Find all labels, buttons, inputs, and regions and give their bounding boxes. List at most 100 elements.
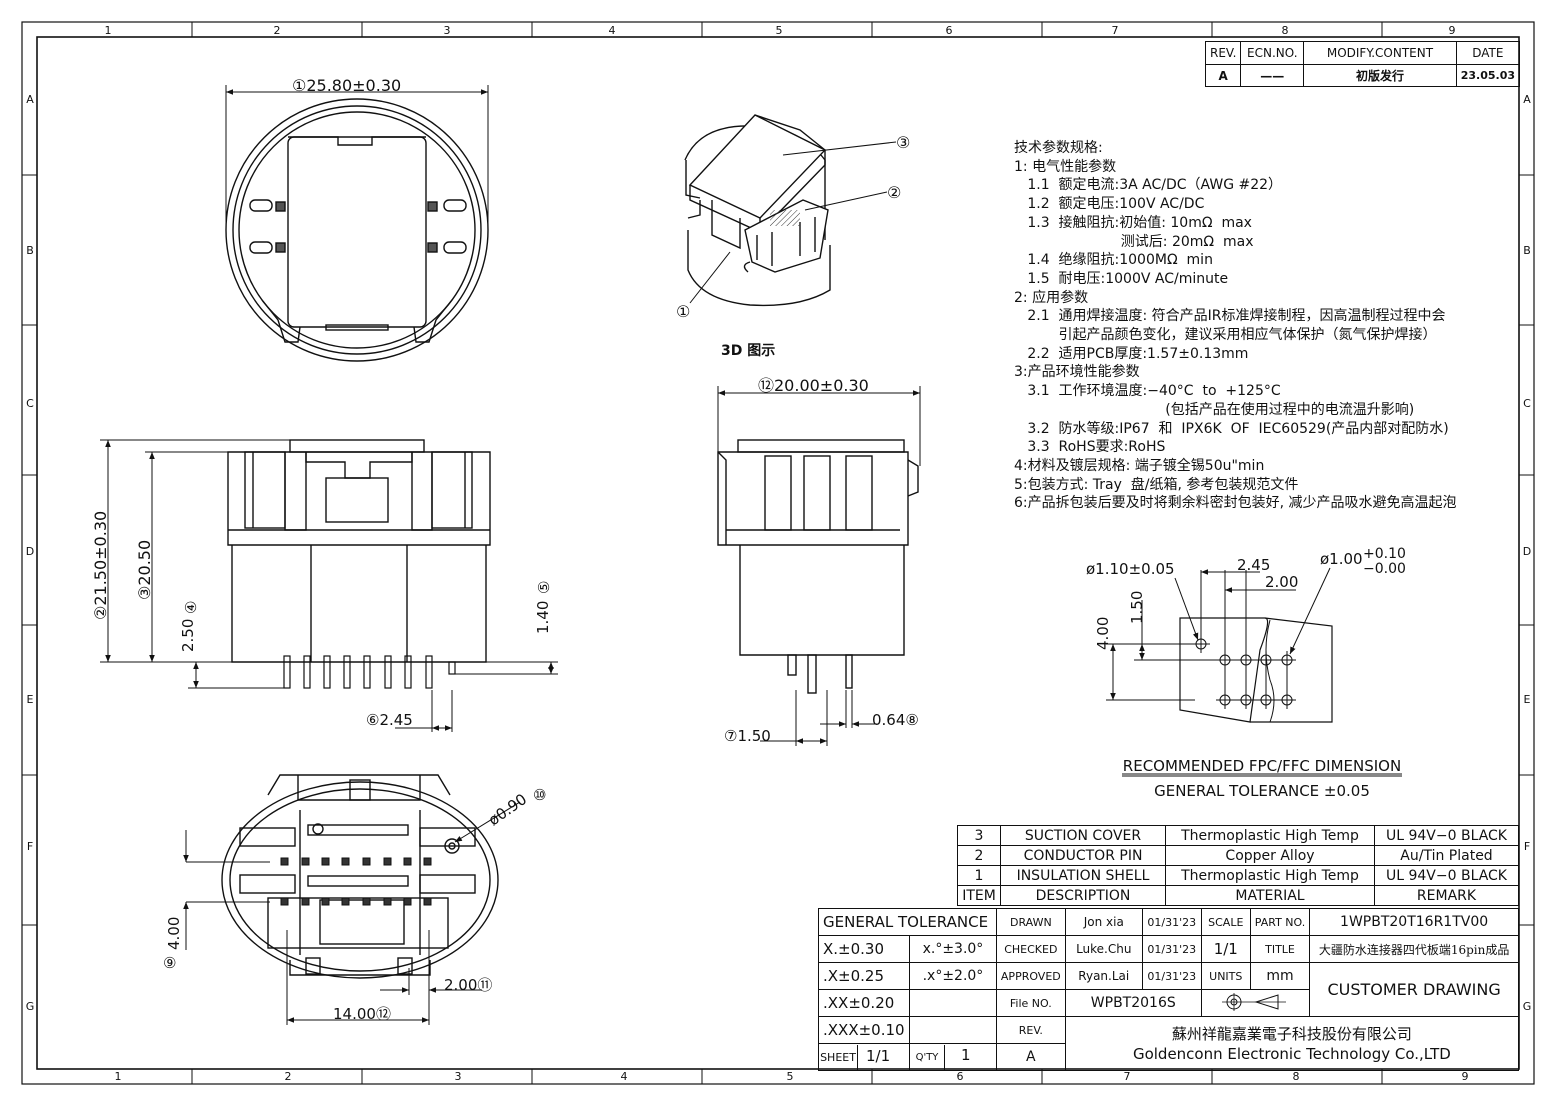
border-row-label: B: [26, 244, 34, 257]
sheet-value: 1/1: [866, 1046, 891, 1065]
drawn-label: DRAWN: [995, 908, 1066, 936]
border-row-label: F: [27, 840, 33, 853]
bottom-pins: [280, 857, 432, 906]
border-row-label: D: [1523, 545, 1531, 558]
qty-value: 1: [961, 1045, 971, 1064]
spec-line: 4:材料及镀层规格: 端子镀全锡50u"min: [1014, 457, 1265, 474]
dim-pin-row-spacing-label: 4.00: [165, 917, 183, 950]
fpc-tolerance: GENERAL TOLERANCE ±0.05: [1154, 782, 1370, 800]
qty-label: Q'TY: [910, 1044, 945, 1070]
spec-line: 技术参数规格:: [1014, 140, 1103, 156]
title-value: 大疆防水连接器四代板端16pin成品: [1309, 935, 1519, 963]
border-row-label: C: [1523, 397, 1531, 410]
company-name-en: Goldenconn Electronic Technology Co.,LTD: [1132, 1044, 1451, 1063]
spec-line: 2.1 通用焊接温度: 符合产品IR标准焊接制程，因高温制程过程中会: [1014, 308, 1446, 325]
side-view: [717, 439, 919, 694]
border-col-label: 7: [1112, 24, 1119, 37]
view-3d-leaders: [689, 141, 897, 304]
bom-material: Thermoplastic High Temp: [1165, 865, 1375, 886]
bom-header-description: DESCRIPTION: [1000, 885, 1166, 906]
border-row-label: D: [26, 545, 34, 558]
bom-remark: Au/Tin Plated: [1374, 845, 1519, 866]
rev-label: REV.: [995, 1016, 1066, 1044]
rev-header-rev: REV.: [1204, 41, 1242, 65]
spec-line: 3.2 防水等级:IP67 和 IPX6K OF IEC60529(产品内部对配…: [1014, 420, 1449, 437]
scale-value: 1/1: [1200, 935, 1251, 963]
checked-date: 01/31'23: [1141, 935, 1202, 963]
border-row-label: E: [1524, 693, 1531, 706]
bom-material: Thermoplastic High Temp: [1165, 825, 1375, 846]
border-row-label: G: [26, 1000, 35, 1013]
tol-angular-3: [909, 989, 997, 1017]
bom-header-remark: REMARK: [1374, 885, 1519, 906]
dim-hole-dia-label: ø0.90: [485, 790, 530, 829]
file-no-label: File NO.: [995, 989, 1066, 1017]
bom-remark: UL 94V−0 BLACK: [1374, 825, 1519, 846]
dim-pin-length-tag: ④: [182, 601, 200, 614]
spec-line: 引起产品颜色变化，建议采用相应气体保护（氮气保护焊接）: [1014, 327, 1437, 344]
spec-line: 1: 电气性能参数: [1014, 158, 1117, 175]
dim-post-length-tag: ⑤: [535, 581, 553, 594]
border-ticks: [22, 22, 1534, 1084]
border-col-label: 2: [274, 24, 281, 37]
callout-2: ②: [887, 183, 901, 202]
dim-side-width-label: ⑫20.00±0.30: [758, 376, 869, 395]
units-label: UNITS: [1200, 962, 1251, 990]
border-col-label: 1: [115, 1070, 122, 1083]
border-row-label: E: [27, 693, 34, 706]
tol-linear-2: .X±0.25: [818, 962, 910, 990]
dim-height-label: ②21.50±0.30: [91, 511, 110, 620]
spec-line: (包括产品在使用过程中的电流温升影响): [1014, 401, 1415, 418]
bom-description: INSULATION SHELL: [1000, 865, 1166, 886]
border-col-label: 8: [1293, 1070, 1300, 1083]
border-col-label: 9: [1462, 1070, 1469, 1083]
general-tolerance-label: GENERAL TOLERANCE: [818, 908, 997, 936]
checked-label: CHECKED: [995, 935, 1066, 963]
tol-linear-1: X.±0.30: [818, 935, 910, 963]
scale-label: SCALE: [1200, 908, 1251, 936]
bom-header-item: ITEM: [957, 885, 1001, 906]
callout-3: ③: [896, 133, 910, 152]
approved-name: Ryan.Lai: [1064, 962, 1143, 990]
units-value: mm: [1249, 962, 1311, 990]
sheet-cell: SHEET 1/1: [818, 1043, 910, 1071]
title-block: GENERAL TOLERANCE DRAWN Jon xia 01/31'23…: [818, 908, 1520, 1071]
dim-pin-pitch-label: ⑥2.45: [366, 711, 413, 729]
dim-bottom-width-label: 14.00⑫: [333, 1005, 391, 1023]
fpc-v-4-00: 4.00: [1094, 617, 1112, 650]
border-row-label: C: [26, 397, 34, 410]
border-col-label: 3: [455, 1070, 462, 1083]
border-col-label: 6: [957, 1070, 964, 1083]
approved-label: APPROVED: [995, 962, 1066, 990]
spec-line: 测试后: 20mΩ max: [1014, 233, 1254, 250]
bottom-dims: [183, 801, 521, 1025]
bom-description: SUCTION COVER: [1000, 825, 1166, 846]
dim-post-length-label: 1.40: [534, 601, 552, 634]
tol-angular-4: [909, 1016, 997, 1044]
border-col-label: 5: [776, 24, 783, 37]
border-row-label: A: [26, 93, 34, 106]
border-row-label: G: [1523, 1000, 1532, 1013]
spec-line: 5:包装方式: Tray 盘/纸箱, 参考包装规范文件: [1014, 476, 1299, 493]
rev-value-rev: A: [1204, 64, 1242, 87]
bom-material: Copper Alloy: [1165, 845, 1375, 866]
fpc-hole-dia: ø1.10±0.05: [1086, 560, 1175, 578]
dim-pin-width-label: 0.64⑧: [872, 711, 919, 729]
spec-line: 3.1 工作环境温度:−40°C to +125°C: [1014, 383, 1281, 400]
sheet-border: [21, 21, 1535, 1085]
spec-line: 1.5 耐电压:1000V AC/minute: [1014, 270, 1229, 287]
fpc-v-1-50: 1.50: [1128, 591, 1146, 624]
sheet-label: SHEET: [820, 1044, 858, 1070]
dim-overall-width-label: ①25.80±0.30: [292, 76, 401, 95]
dim-pin-length-label: 2.50: [179, 619, 197, 652]
border-col-label: 2: [285, 1070, 292, 1083]
bom-header-material: MATERIAL: [1165, 885, 1375, 906]
tol-linear-3: .XX±0.20: [818, 989, 910, 1017]
part-no-value: 1WPBT20T16R1TV00: [1309, 908, 1519, 936]
border-col-label: 7: [1124, 1070, 1131, 1083]
spec-line: 3.3 RoHS要求:RoHS: [1014, 439, 1166, 456]
border-row-label: F: [1524, 840, 1530, 853]
bom-description: CONDUCTOR PIN: [1000, 845, 1166, 866]
rev-value-content: 初版发行: [1303, 64, 1457, 87]
